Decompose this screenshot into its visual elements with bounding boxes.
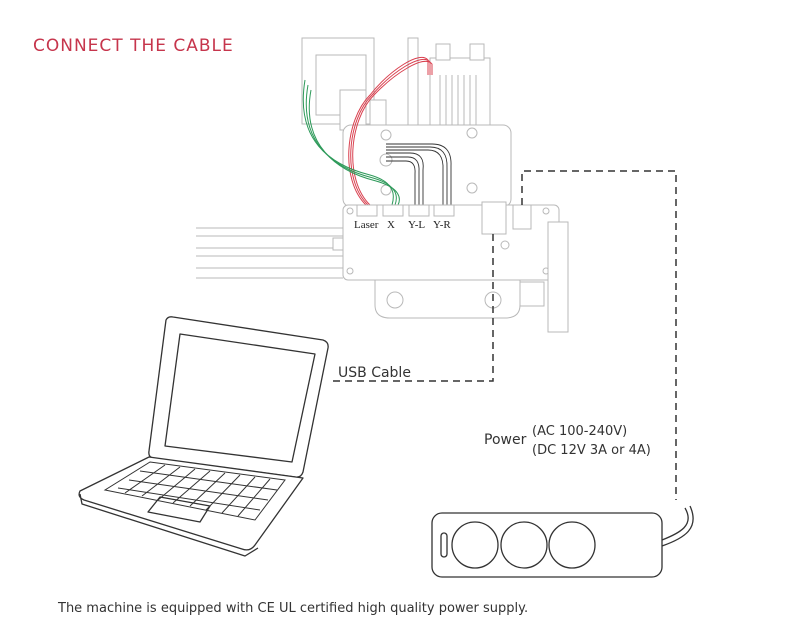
- y-wires: [386, 143, 452, 205]
- page-title: CONNECT THE CABLE: [33, 36, 234, 56]
- connector-label-y-l: Y-L: [408, 219, 425, 231]
- usb-cable-line: [328, 234, 494, 382]
- rails: [196, 227, 344, 279]
- footer-note: The machine is equipped with CE UL certi…: [57, 601, 528, 616]
- side-plate: [547, 221, 569, 333]
- right-motor: [407, 37, 491, 129]
- touchpad: [147, 496, 211, 523]
- power-dc-spec: (DC 12V 3A or 4A): [532, 443, 651, 458]
- carriage: [374, 279, 521, 319]
- connector-label-laser: Laser: [354, 219, 379, 231]
- connector-label-y-r: Y-R: [433, 219, 451, 231]
- engraver-machine: Laser X Y-L Y-R: [196, 37, 569, 333]
- upper-plate: [342, 124, 512, 208]
- connector-sockets: [356, 204, 455, 217]
- power-jack: [512, 204, 532, 230]
- usb-port: [481, 201, 507, 235]
- power-strip-icon: [431, 505, 694, 578]
- laser-wire: [348, 57, 433, 206]
- keyboard: [103, 461, 286, 521]
- power-label: Power: [484, 432, 527, 448]
- x-wire: [302, 79, 400, 206]
- power-ac-spec: (AC 100-240V): [532, 424, 627, 439]
- power-cable-line: [521, 170, 677, 500]
- laptop-icon: [78, 316, 329, 557]
- connector-label-x: X: [387, 219, 395, 231]
- usb-cable-label: USB Cable: [338, 365, 411, 381]
